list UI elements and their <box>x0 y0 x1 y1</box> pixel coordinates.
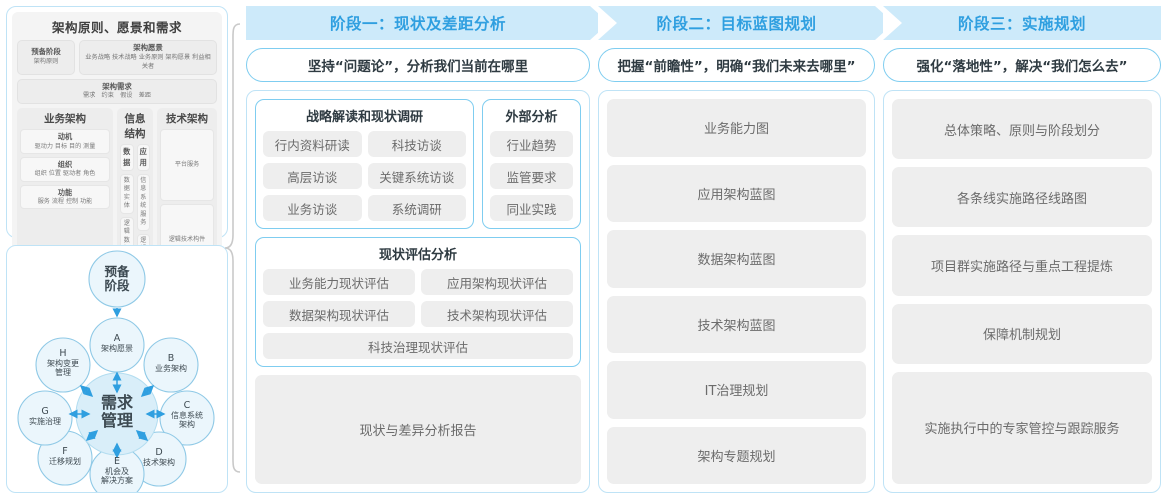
phase-3-title: 阶段三：实施规划 <box>957 15 1086 33</box>
framework-prep-items: 架构原则 <box>33 58 59 66</box>
phase-1-subtitle: 坚持“问题论”，分析我们当前在哪里 <box>246 48 590 82</box>
phase-1-top-groups: 战略解读和现状调研 行内资料研读 科技访谈 高层访谈 关键系统访谈 业务访谈 系… <box>255 99 581 229</box>
framework-business-group: 组织 组织 位置 驱动者 角色 <box>20 157 110 182</box>
phase-column-1: 阶段一：现状及差距分析 坚持“问题论”，分析我们当前在哪里 战略解读和现状调研 … <box>246 6 609 493</box>
framework-technology-item: 平台服务 <box>160 129 214 202</box>
framework-prep-title: 预备阶段 <box>31 47 61 57</box>
tile-item[interactable]: 应用架构蓝图 <box>607 164 866 222</box>
pill-item[interactable]: 监管要求 <box>490 163 573 189</box>
framework-top-row: 预备阶段 架构原则 架构愿景 业务战略 技术战略 业务原则 架构愿景 利益相关者 <box>17 40 217 75</box>
phase-3-header: 阶段三：实施规划 <box>883 6 1161 40</box>
pill-item[interactable]: 关键系统访谈 <box>367 163 466 189</box>
framework-data-item: 数据实体 <box>120 173 134 214</box>
phase-column-3: 阶段三：实施规划 强化“落地性”，解决“我们怎么去” 总体策略、原则与阶段划分 … <box>883 6 1161 493</box>
pill-item[interactable]: 业务能力现状评估 <box>263 269 415 295</box>
framework-requirements-title: 架构需求 <box>102 81 132 91</box>
adm-spoke-b <box>140 384 155 398</box>
tile-item[interactable]: 数据架构蓝图 <box>607 230 866 288</box>
tile-item[interactable]: 各条线实施路径线路图 <box>892 167 1152 228</box>
framework-prep-box: 预备阶段 架构原则 <box>17 40 75 75</box>
tile-item[interactable]: 项目群实施路径与重点工程提炼 <box>892 235 1152 296</box>
pill-item[interactable]: 系统调研 <box>367 195 466 221</box>
adm-cycle-card: 预备 阶段 A 架构愿景 B 业务架构 C 信息系统 架构 D 技术架构 E <box>6 245 228 493</box>
tile-item[interactable]: 总体策略、原则与阶段划分 <box>892 99 1152 160</box>
phase-columns: 阶段一：现状及差距分析 坚持“问题论”，分析我们当前在哪里 战略解读和现状调研 … <box>246 6 1161 493</box>
adm-node-prep-circle <box>88 250 146 308</box>
framework-business-g1-title: 动机 <box>57 132 73 142</box>
framework-title: 架构原则、愿景和需求 <box>51 20 182 35</box>
framework-application-item: 信息系统服务 <box>136 173 150 231</box>
pill-item[interactable]: 高层访谈 <box>263 163 362 189</box>
adm-spoke-h <box>79 384 94 398</box>
framework-business-g1-items: 驱动力 目标 目的 测量 <box>34 142 96 150</box>
pill-item[interactable]: 应用架构现状评估 <box>421 269 573 295</box>
framework-application-head: 应用 <box>136 144 150 171</box>
framework-req-row: 架构需求 需求 约束 假设 差距 <box>17 78 217 105</box>
framework-requirements-items: 需求 约束 假设 差距 <box>82 92 152 100</box>
phase-2-title: 阶段二：目标蓝图规划 <box>656 15 817 33</box>
framework-vision-title: 架构愿景 <box>133 43 163 52</box>
adm-spokes <box>68 371 166 459</box>
framework-business-group: 动机 驱动力 目标 目的 测量 <box>20 129 110 155</box>
togaf-reference-panel: 架构原则、愿景和需求 预备阶段 架构原则 架构愿景 业务战略 技术战略 业务原则… <box>6 6 228 493</box>
framework-business-group: 功能 服务 流程 控制 功能 <box>20 184 110 210</box>
framework-business-title: 业务架构 <box>44 113 86 126</box>
phase-2-header: 阶段二：目标蓝图规划 <box>598 6 894 40</box>
adm-cycle-svg <box>17 250 215 492</box>
pill-item[interactable]: 科技治理现状评估 <box>263 333 573 359</box>
tile-item[interactable]: 实施执行中的专家管控与跟踪服务 <box>892 371 1152 485</box>
phase-1-header: 阶段一：现状及差距分析 <box>246 6 609 40</box>
pill-item[interactable]: 业务访谈 <box>263 195 362 221</box>
group-external-analysis: 外部分析 行业趋势 监管要求 同业实践 <box>482 99 581 229</box>
tile-item[interactable]: 技术架构蓝图 <box>607 295 866 353</box>
tile-item[interactable]: 业务能力图 <box>607 99 866 157</box>
framework-technology-title: 技术架构 <box>166 113 208 126</box>
pill-item[interactable]: 数据架构现状评估 <box>263 301 415 327</box>
adm-node-g-circle <box>17 390 73 446</box>
framework-data-title: 数据 <box>123 147 131 167</box>
adm-node-b-circle <box>143 337 199 393</box>
adm-node-a-circle <box>89 317 145 373</box>
phase-3-body: 总体策略、原则与阶段划分 各条线实施路径线路图 项目群实施路径与重点工程提炼 保… <box>883 90 1161 493</box>
framework-business-g3-title: 功能 <box>57 187 73 197</box>
group-external-title: 外部分析 <box>505 110 558 125</box>
phase-2-subtitle: 把握“前瞻性”，明确“我们未来去哪里” <box>598 48 875 82</box>
pill-item[interactable]: 技术架构现状评估 <box>421 301 573 327</box>
phase-1-title: 阶段一：现状及差距分析 <box>329 15 506 33</box>
tile-item[interactable]: IT治理规划 <box>607 361 866 419</box>
framework-information-title: 信息结构 <box>124 113 146 141</box>
adm-node-h-circle <box>35 337 91 393</box>
phase-1-report-tile[interactable]: 现状与差异分析报告 <box>255 375 581 484</box>
brace-connector <box>224 23 241 473</box>
group-strategy-research: 战略解读和现状调研 行内资料研读 科技访谈 高层访谈 关键系统访谈 业务访谈 系… <box>255 99 474 229</box>
framework-vision-items: 业务战略 技术战略 业务原则 架构愿景 利益相关者 <box>85 53 211 70</box>
framework-business-g2-title: 组织 <box>57 160 73 170</box>
group-external-items: 行业趋势 监管要求 同业实践 <box>490 131 573 221</box>
framework-requirements-box: 架构需求 需求 约束 假设 差距 <box>17 78 217 105</box>
pill-item[interactable]: 同业实践 <box>490 195 573 221</box>
adm-spoke-f <box>85 429 99 442</box>
pill-item[interactable]: 行内资料研读 <box>263 131 362 157</box>
group-assessment-items: 业务能力现状评估 应用架构现状评估 数据架构现状评估 技术架构现状评估 科技治理… <box>263 269 573 359</box>
group-strategy-items: 行内资料研读 科技访谈 高层访谈 关键系统访谈 业务访谈 系统调研 <box>263 131 466 221</box>
framework-application-title: 应用 <box>139 147 147 167</box>
phase-column-2: 阶段二：目标蓝图规划 把握“前瞻性”，明确“我们未来去哪里” 业务能力图 应用架… <box>598 6 894 493</box>
pill-item[interactable]: 科技访谈 <box>367 131 466 157</box>
group-strategy-title: 战略解读和现状调研 <box>305 110 423 125</box>
group-assessment-title: 现状评估分析 <box>378 248 457 263</box>
framework-content-card: 架构原则、愿景和需求 预备阶段 架构原则 架构愿景 业务战略 技术战略 业务原则… <box>6 6 228 398</box>
framework-data-head: 数据 <box>120 144 134 171</box>
tile-item[interactable]: 架构专题规划 <box>607 426 866 484</box>
phase-1-body: 战略解读和现状调研 行内资料研读 科技访谈 高层访谈 关键系统访谈 业务访谈 系… <box>246 90 590 493</box>
group-current-state-assessment: 现状评估分析 业务能力现状评估 应用架构现状评估 数据架构现状评估 技术架构现状… <box>255 237 581 367</box>
phase-3-subtitle: 强化“落地性”，解决“我们怎么去” <box>883 48 1161 82</box>
phase-2-body: 业务能力图 应用架构蓝图 数据架构蓝图 技术架构蓝图 IT治理规划 架构专题规划 <box>598 90 875 493</box>
framework-business-g2-items: 组织 位置 驱动者 角色 <box>34 170 96 178</box>
tile-item[interactable]: 保障机制规划 <box>892 303 1152 364</box>
pill-item[interactable]: 行业趋势 <box>490 131 573 157</box>
framework-vision-box: 架构愿景 业务战略 技术战略 业务原则 架构愿景 利益相关者 <box>79 40 217 75</box>
framework-business-g3-items: 服务 流程 控制 功能 <box>37 197 93 205</box>
adm-spoke-d <box>135 429 149 442</box>
